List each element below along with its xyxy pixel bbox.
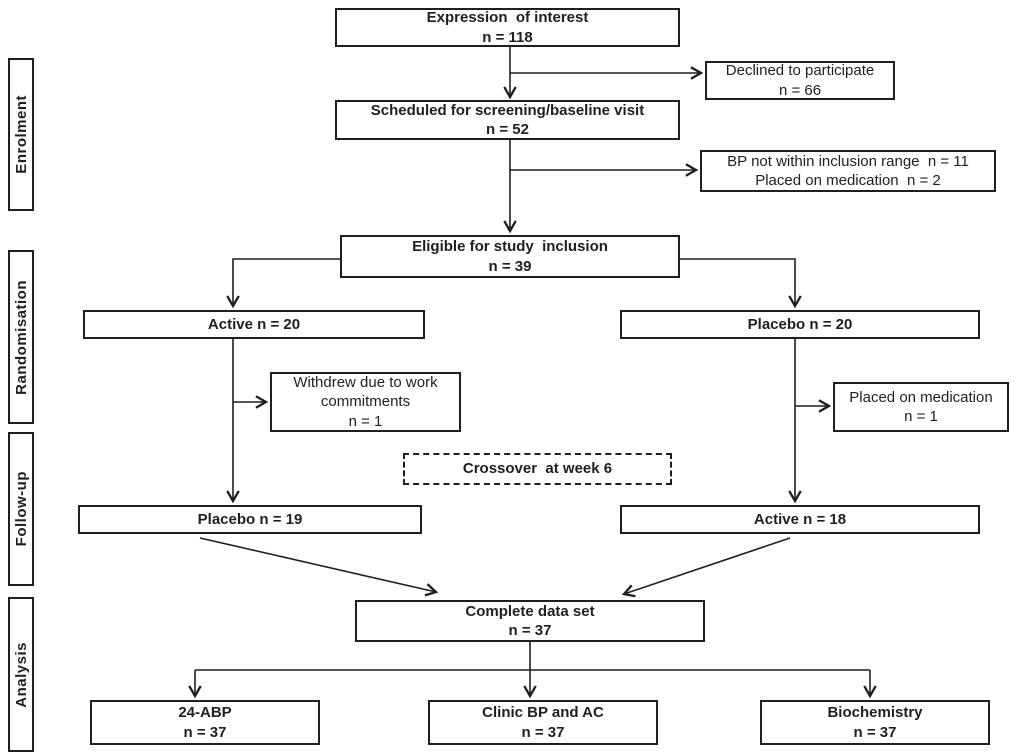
stage-label-text: Follow-up: [12, 471, 30, 547]
box-title: Placebo n = 20: [747, 315, 853, 333]
stage-label-randomisation: Randomisation: [8, 250, 34, 424]
box-title-line2: commitments: [320, 393, 411, 411]
box-count: Placed on medication n = 2: [755, 172, 941, 189]
box-count: n = 37: [508, 622, 552, 639]
box-title: Placebo n = 19: [197, 510, 303, 528]
box-title: Active n = 18: [753, 510, 847, 528]
box-count: n = 118: [482, 28, 533, 46]
arrow-active18-to-complete: [621, 537, 791, 598]
box-title: Active n = 20: [207, 315, 301, 333]
arrow-eligible-to-active: [226, 258, 340, 309]
box-title: Eligible for study inclusion: [412, 238, 608, 255]
box-title: BP not within inclusion range n = 11: [727, 152, 969, 170]
box-count: n = 1: [904, 408, 938, 425]
flow-box-active-n18: Active n = 18: [620, 505, 980, 534]
box-title: Crossover at week 6: [462, 460, 613, 478]
flow-box-expression-of-interest: Expression of interest n = 118: [335, 8, 680, 47]
box-count: n = 37: [853, 723, 897, 741]
flow-box-bp-exclusion: BP not within inclusion range n = 11 Pla…: [700, 150, 996, 192]
box-count: n = 37: [183, 723, 227, 741]
box-count: n = 1: [348, 412, 383, 430]
arrow-eligible-to-placebo: [680, 258, 802, 309]
box-title: 24-ABP: [178, 704, 232, 721]
box-title: Declined to participate: [725, 62, 875, 79]
flow-box-scheduled-screening: Scheduled for screening/baseline visit n…: [335, 100, 680, 140]
box-count: n = 52: [486, 121, 529, 138]
flow-box-withdrew: Withdrew due to work commitments n = 1: [270, 372, 461, 432]
box-title: Scheduled for screening/baseline visit: [370, 101, 645, 119]
flow-box-biochemistry: Biochemistry n = 37: [760, 700, 990, 745]
flow-box-placebo-n20: Placebo n = 20: [620, 310, 980, 339]
box-count: n = 39: [488, 257, 532, 275]
box-title: Placed on medication: [849, 388, 993, 406]
flow-box-eligible-for-inclusion: Eligible for study inclusion n = 39: [340, 235, 680, 278]
stage-label-enrolment: Enrolment: [8, 58, 34, 211]
stage-label-analysis: Analysis: [8, 597, 34, 752]
flow-box-clinic-bp-ac: Clinic BP and AC n = 37: [428, 700, 658, 745]
flow-box-placed-on-medication: Placed on medication n = 1: [833, 382, 1009, 432]
stage-label-text: Randomisation: [12, 279, 30, 395]
box-count: n = 37: [521, 723, 565, 741]
flow-box-crossover-week6: Crossover at week 6: [403, 453, 672, 485]
box-title: Biochemistry: [827, 704, 923, 721]
flow-box-complete-data-set: Complete data set n = 37: [355, 600, 705, 642]
flow-box-placebo-n19: Placebo n = 19: [78, 505, 422, 534]
flow-box-declined-to-participate: Declined to participate n = 66: [705, 61, 895, 100]
stage-label-text: Enrolment: [12, 95, 30, 174]
box-count: n = 66: [778, 81, 822, 99]
box-title: Complete data set: [465, 602, 595, 620]
arrow-placebo19-to-complete: [199, 537, 439, 597]
stage-label-text: Analysis: [12, 641, 30, 708]
flow-box-24abp: 24-ABP n = 37: [90, 700, 320, 745]
flow-box-active-n20: Active n = 20: [83, 310, 425, 339]
box-title: Clinic BP and AC: [482, 704, 604, 721]
stage-label-followup: Follow-up: [8, 432, 34, 586]
box-title: Withdrew due to work: [293, 373, 438, 391]
box-title: Expression of interest: [426, 9, 589, 26]
